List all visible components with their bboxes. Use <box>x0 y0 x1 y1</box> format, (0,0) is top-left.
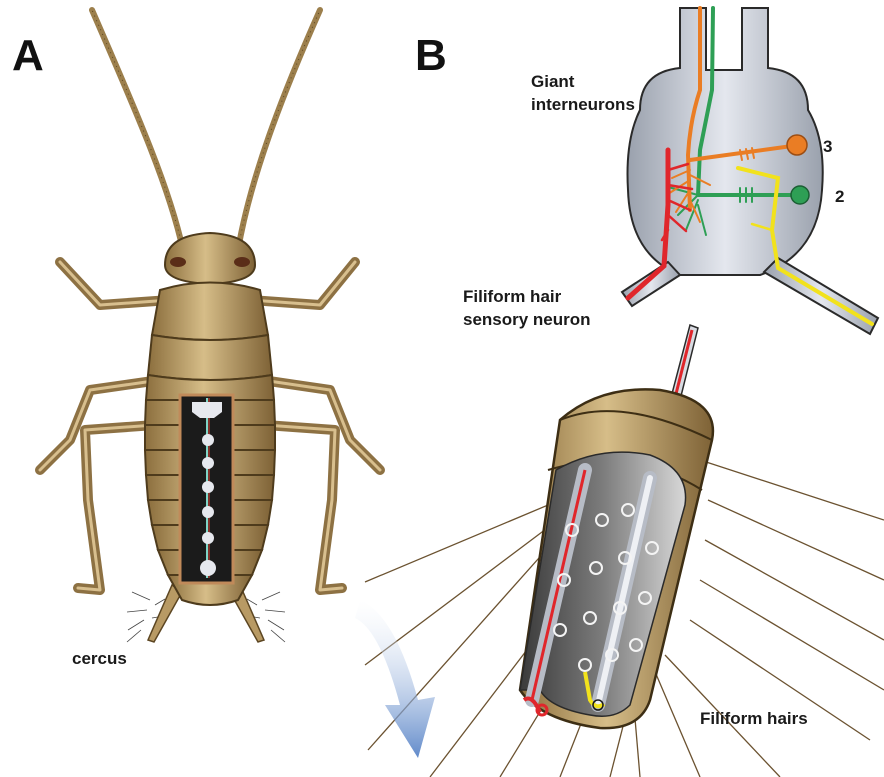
eye-left <box>170 257 186 267</box>
sensory-neuron-label-line2: sensory neuron <box>463 310 591 329</box>
eye-right <box>234 257 250 267</box>
neuron-number-2: 2 <box>835 187 844 206</box>
panel-b-letter: B <box>415 31 447 80</box>
antennae <box>92 10 320 250</box>
airflow-arrow <box>355 600 435 758</box>
nerve-cord-cutaway <box>180 395 233 583</box>
cercus-label: cercus <box>72 649 127 668</box>
panel-b: B 3 2 Giant interneurons <box>355 8 884 777</box>
panel-a-letter: A <box>12 31 44 80</box>
sensory-neuron-label-line1: Filiform hair <box>463 287 562 306</box>
panel-a: A <box>12 10 380 668</box>
giant-interneurons-label-line1: Giant <box>531 72 575 91</box>
filiform-hairs-label: Filiform hairs <box>700 709 808 728</box>
giant-interneurons-label-line2: interneurons <box>531 95 635 114</box>
cercus-cross-section <box>520 325 713 728</box>
neuron-number-3: 3 <box>823 137 832 156</box>
